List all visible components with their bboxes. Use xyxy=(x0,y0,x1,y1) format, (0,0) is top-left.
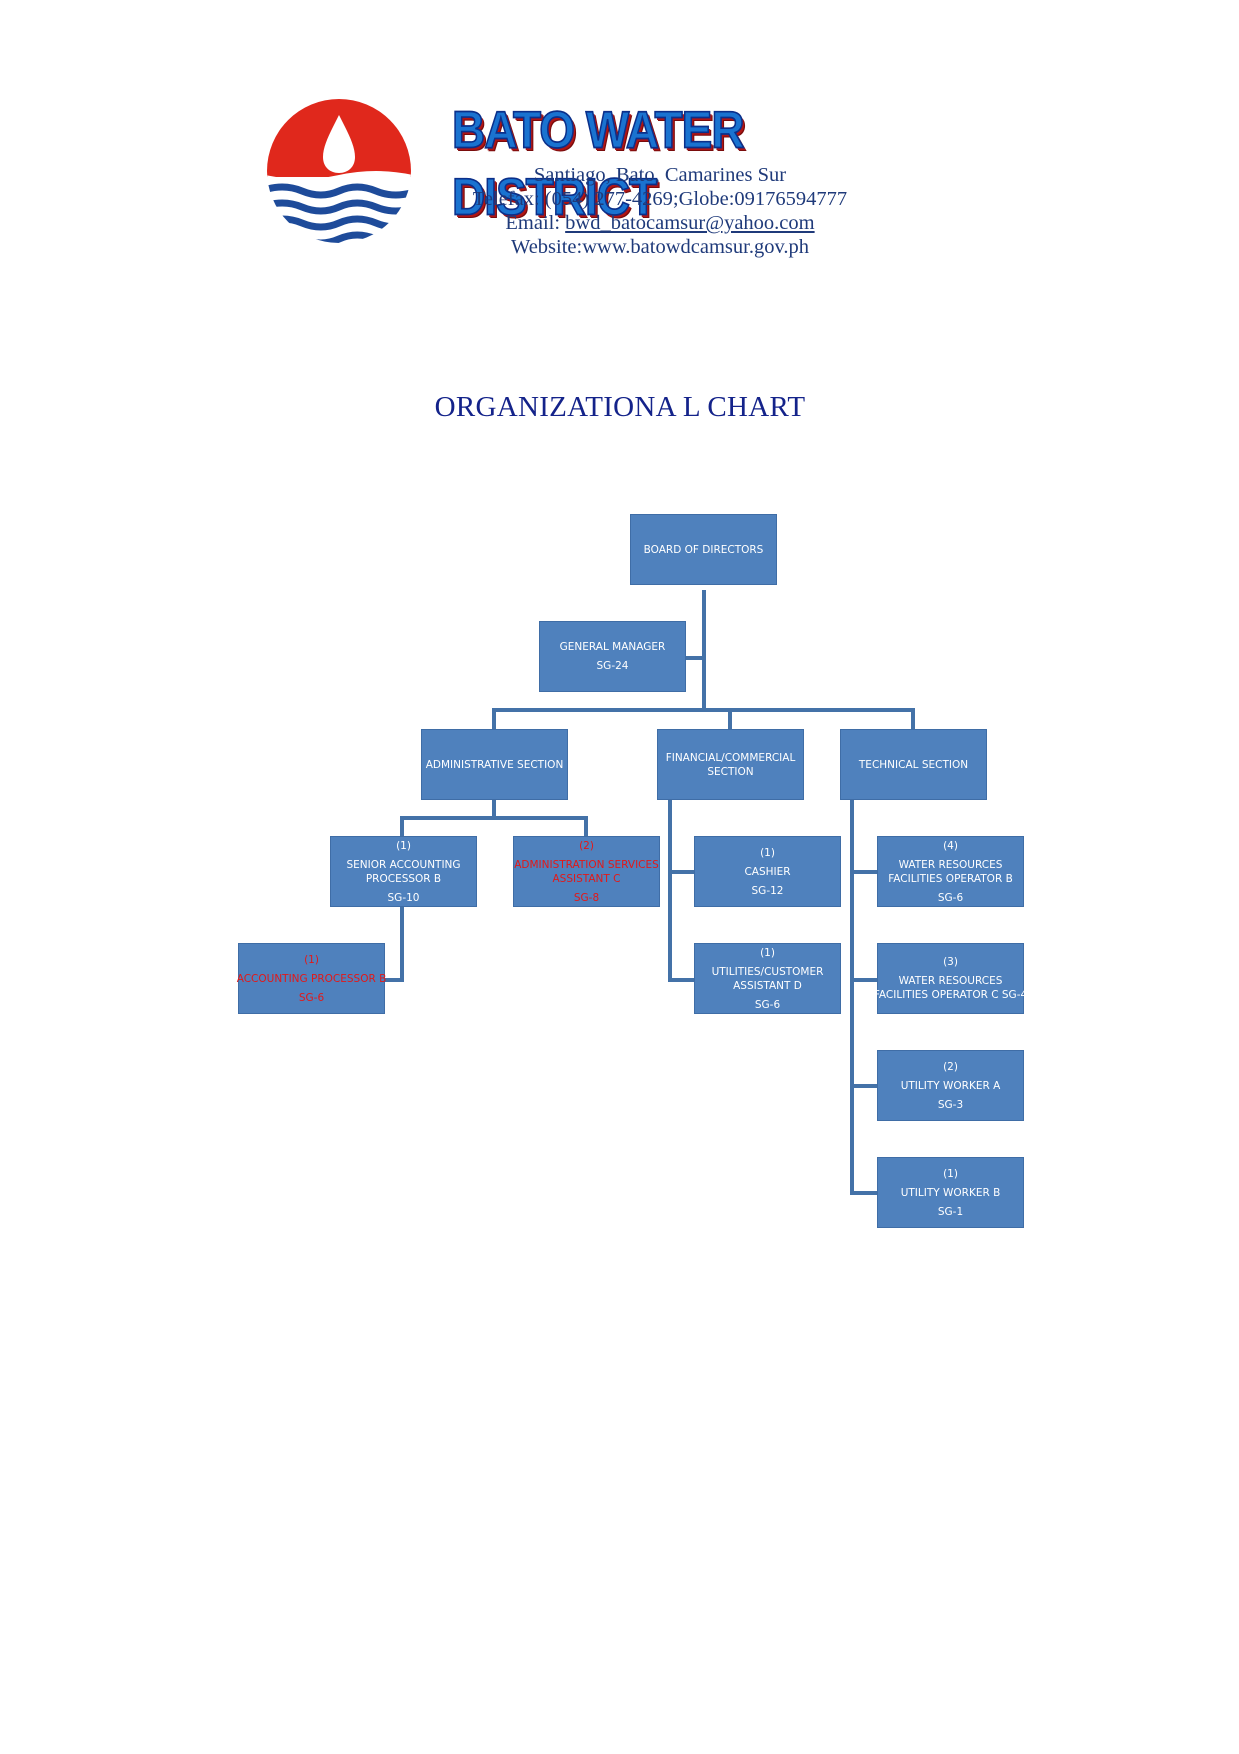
node-salary-grade: SG-3 xyxy=(937,1098,964,1111)
node-title-line1: SENIOR ACCOUNTING xyxy=(346,858,461,871)
node-title: CASHIER xyxy=(744,865,791,878)
node-title: ADMINISTRATIVE SECTION xyxy=(425,758,564,771)
node-title: UTILITY WORKER A xyxy=(900,1079,1001,1092)
connector-admin-children xyxy=(400,798,588,838)
page-title: ORGANIZATIONA L CHART xyxy=(434,391,806,423)
org-node-administration-services-assistant-c: (2) ADMINISTRATION SERVICES ASSISTANT C … xyxy=(513,836,660,907)
node-title-line2: PROCESSOR B xyxy=(365,872,442,885)
website-line: Website:www.batowdcamsur.gov.ph xyxy=(510,236,809,258)
node-count: (3) xyxy=(943,956,958,968)
node-title-line1: UTILITIES/CUSTOMER xyxy=(711,965,824,978)
water-drop-logo-icon xyxy=(267,99,411,243)
org-node-senior-accounting-processor-b: (1) SENIOR ACCOUNTING PROCESSOR B SG-10 xyxy=(330,836,477,907)
connector-tech-children xyxy=(850,798,879,1195)
org-node-water-resources-facilities-operator-c: (3) WATER RESOURCES FACILITIES OPERATOR … xyxy=(873,943,1028,1014)
org-node-cashier: (1) CASHIER SG-12 xyxy=(694,836,841,907)
node-count: (2) xyxy=(943,1060,958,1073)
node-title: TECHNICAL SECTION xyxy=(858,758,969,771)
telefax-line: Telefax: (054) 277-4269;Globe:0917659477… xyxy=(472,188,848,210)
address-line: Santiago, Bato, Camarines Sur xyxy=(533,164,787,186)
node-count: (1) xyxy=(304,953,319,966)
node-title: UTILITY WORKER B xyxy=(900,1186,1001,1199)
node-title-line2: SECTION xyxy=(707,765,754,778)
email-label: Email: xyxy=(505,212,566,234)
node-salary-grade: SG-8 xyxy=(573,891,600,904)
node-salary-grade: SG-24 xyxy=(596,660,629,672)
org-node-administrative-section: ADMINISTRATIVE SECTION xyxy=(421,729,568,800)
node-title-line1: WATER RESOURCES xyxy=(898,858,1003,871)
node-salary-grade: SG-1 xyxy=(937,1205,964,1218)
node-salary-grade: SG-6 xyxy=(937,891,964,904)
node-salary-grade: SG-6 xyxy=(298,991,325,1004)
org-node-water-resources-facilities-operator-b: (4) WATER RESOURCES FACILITIES OPERATOR … xyxy=(877,836,1024,907)
node-count: (1) xyxy=(760,846,775,859)
org-node-utility-worker-a: (2) UTILITY WORKER A SG-3 xyxy=(877,1050,1024,1121)
node-title-line2: FACILITIES OPERATOR B xyxy=(888,872,1013,885)
org-node-technical-section: TECHNICAL SECTION xyxy=(840,729,987,800)
node-title-line1: ADMINISTRATION SERVICES xyxy=(514,858,659,871)
node-salary-grade: SG-10 xyxy=(387,891,420,904)
node-title: GENERAL MANAGER xyxy=(559,641,666,653)
node-count: (1) xyxy=(760,946,775,959)
org-node-general-manager: GENERAL MANAGER SG-24 xyxy=(539,621,686,692)
org-node-financial-commercial-section: FINANCIAL/COMMERCIAL SECTION xyxy=(657,729,804,800)
org-node-board-of-directors: BOARD OF DIRECTORS xyxy=(630,514,777,585)
org-node-utilities-customer-assistant-d: (1) UTILITIES/CUSTOMER ASSISTANT D SG-6 xyxy=(694,943,841,1014)
org-node-accounting-processor-b: (1) ACCOUNTING PROCESSOR B SG-6 xyxy=(236,943,387,1014)
node-title: ACCOUNTING PROCESSOR B xyxy=(236,972,387,985)
node-count: (4) xyxy=(943,839,958,852)
node-salary-grade: SG-12 xyxy=(751,884,784,897)
node-count: (1) xyxy=(396,839,411,852)
node-count: (2) xyxy=(579,839,594,852)
node-title: BOARD OF DIRECTORS xyxy=(643,543,764,556)
node-title-line1: FINANCIAL/COMMERCIAL xyxy=(665,751,796,764)
organization-name: BATO WATER DISTRICT xyxy=(451,100,745,227)
connector-sap-apb xyxy=(383,904,404,982)
node-title-line2: ASSISTANT D xyxy=(733,979,802,992)
node-count: (1) xyxy=(943,1167,958,1180)
node-title-line2: FACILITIES OPERATOR C SG-4 xyxy=(873,989,1028,1001)
node-title-line1: WATER RESOURCES xyxy=(898,975,1003,987)
connector-fin-children xyxy=(668,798,696,982)
node-salary-grade: SG-6 xyxy=(754,998,781,1011)
email-link[interactable]: bwd_batocamsur@yahoo.com xyxy=(565,212,815,234)
node-title-line2: ASSISTANT C xyxy=(552,872,621,885)
org-node-utility-worker-b: (1) UTILITY WORKER B SG-1 xyxy=(877,1157,1024,1228)
email-line: Email: bwd_batocamsur@yahoo.com xyxy=(420,211,900,235)
